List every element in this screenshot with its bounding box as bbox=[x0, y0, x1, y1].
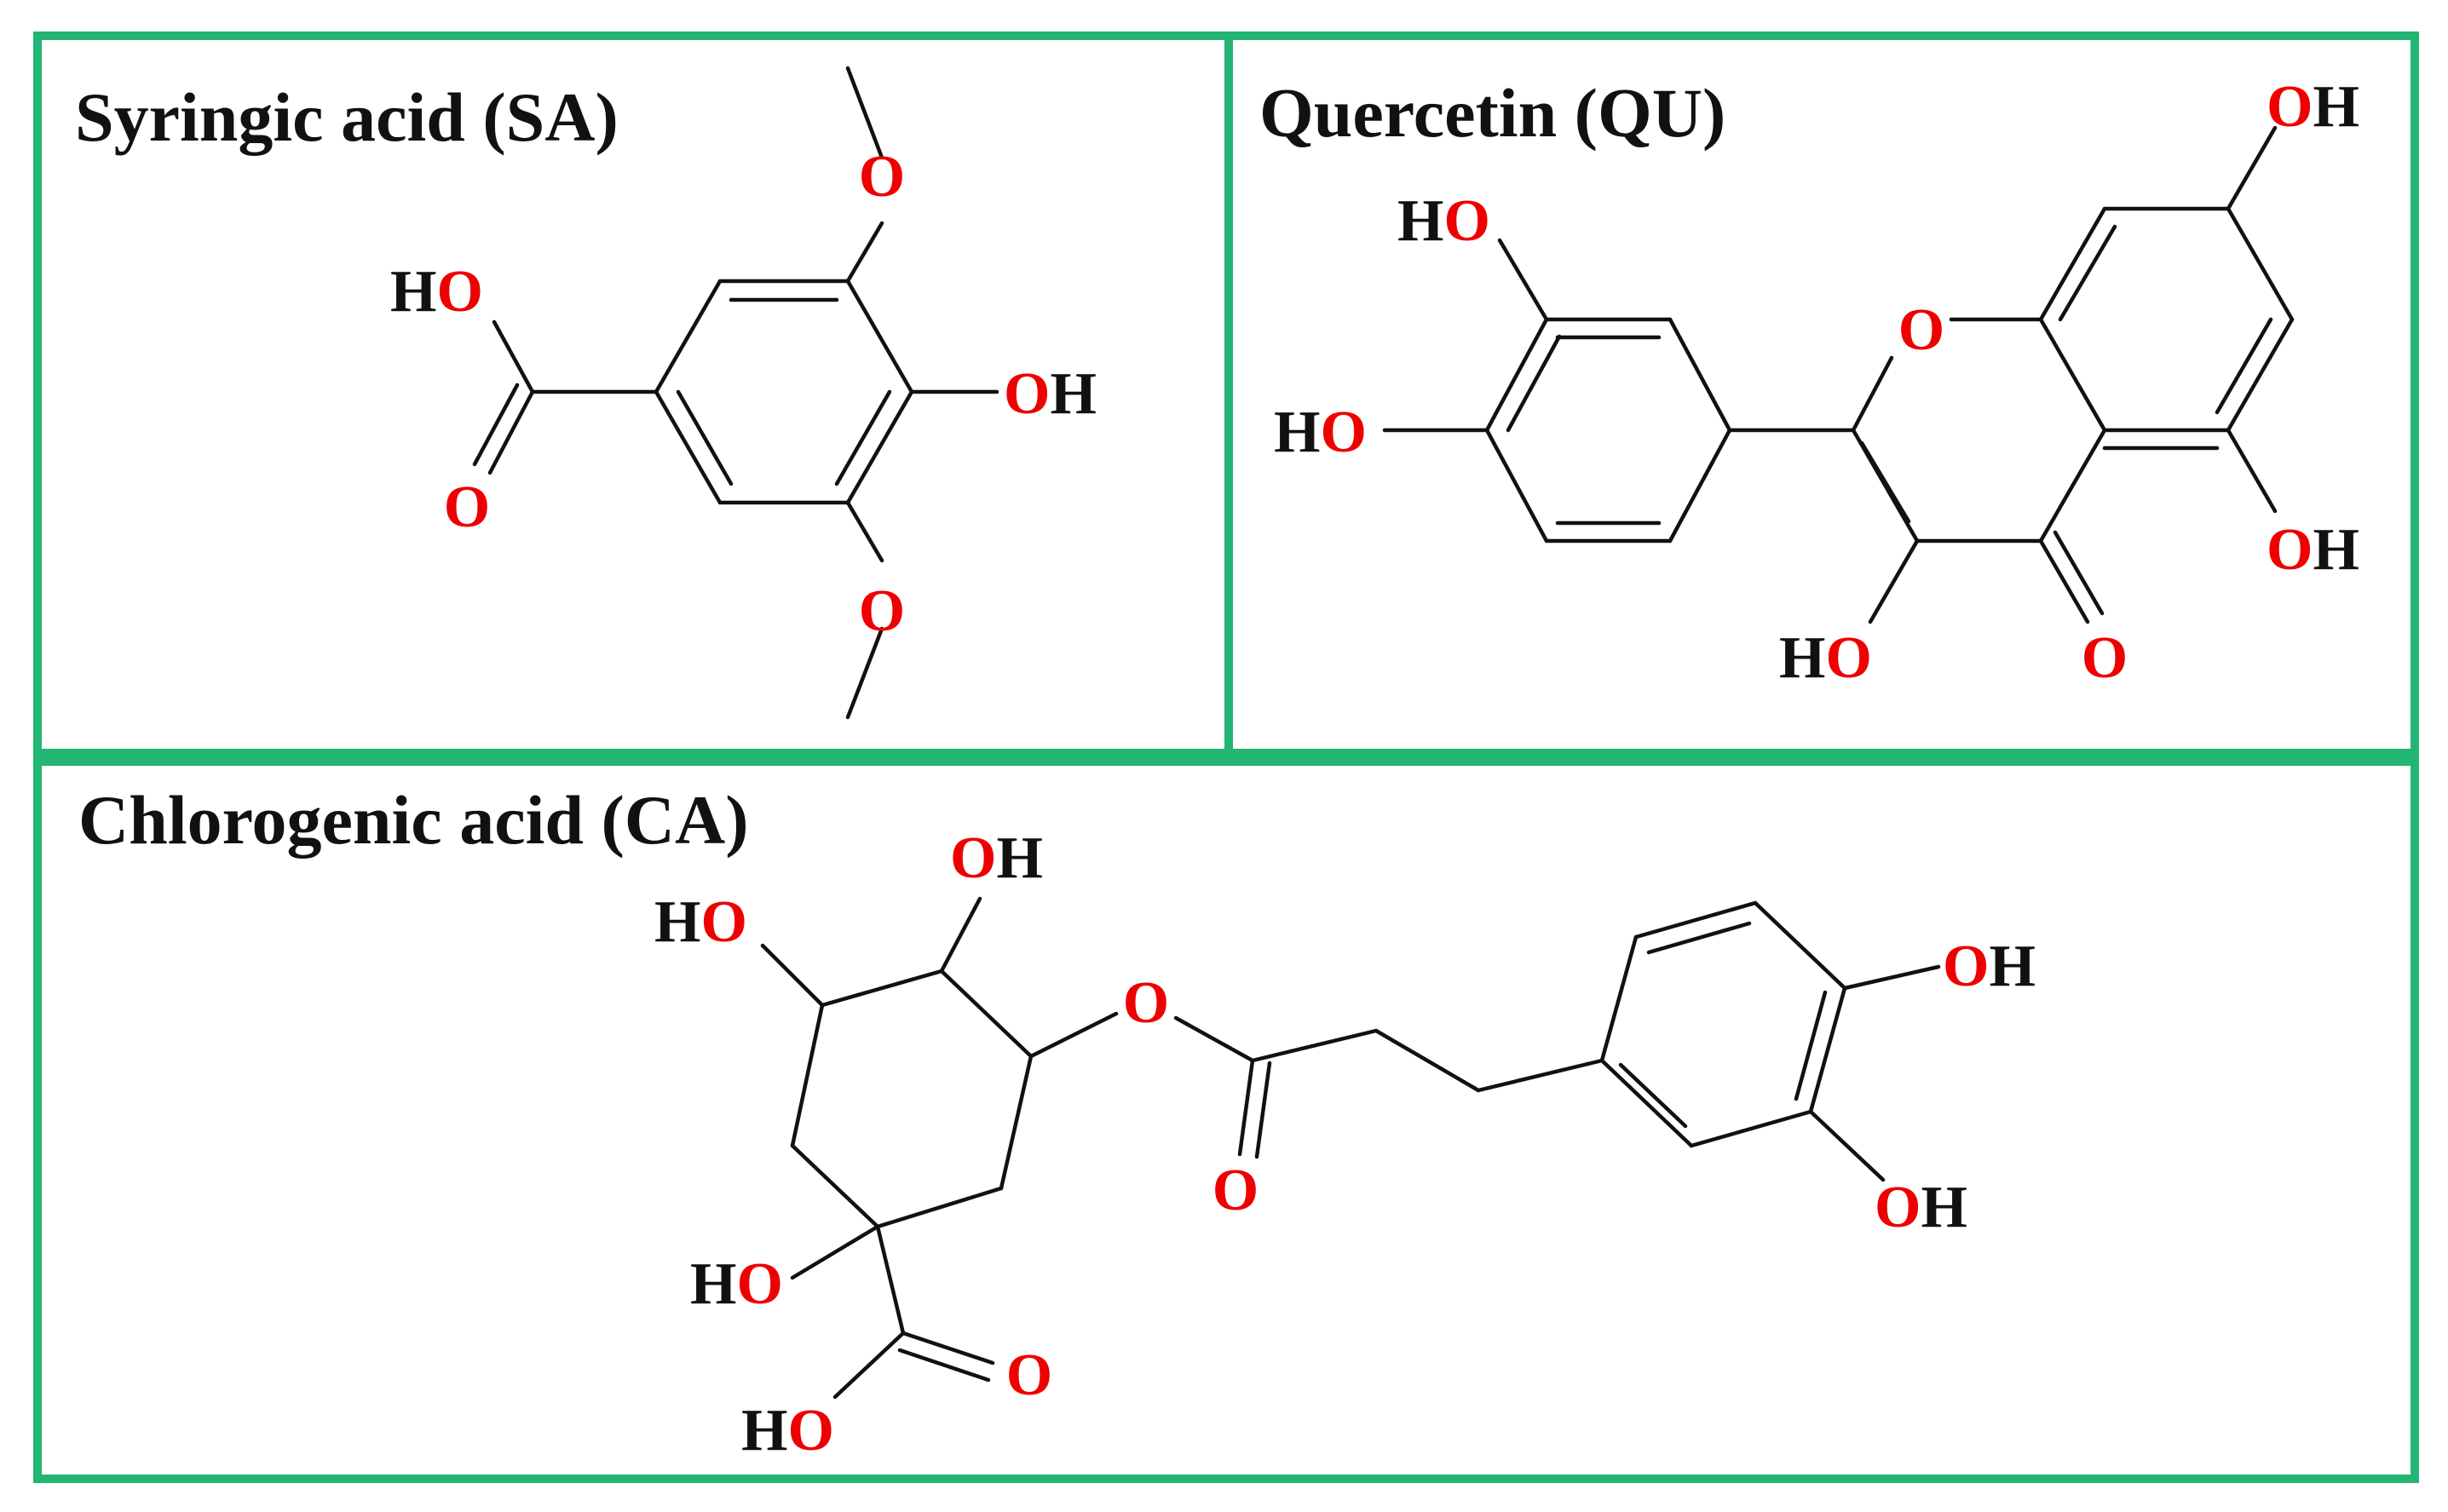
molecule-chlorogenic-acid: HO OH O O HO O HO OH OH bbox=[654, 825, 2036, 1463]
ca-catechol-hydroxyl-bottom: OH bbox=[1875, 1175, 1967, 1240]
ca-hydroxyl-top: OH bbox=[950, 825, 1043, 891]
ca-hydroxyl-left: HO bbox=[654, 889, 747, 955]
qu-a-ring-hydroxyl-top: OH bbox=[2267, 74, 2359, 140]
sa-carboxyl-hydroxyl: HO bbox=[390, 259, 483, 325]
ca-catechol-hydroxyl-top: OH bbox=[1943, 934, 2036, 999]
panel-border-ca bbox=[33, 757, 2419, 1483]
qu-ring-oxygen: O bbox=[1898, 297, 1944, 363]
sa-bonds bbox=[472, 66, 999, 720]
sa-methoxy-top-oxygen: O bbox=[859, 144, 905, 210]
ca-carboxyl-hydroxyl: HO bbox=[741, 1398, 834, 1463]
qu-carbonyl-oxygen: O bbox=[2082, 625, 2128, 691]
qu-a-ring-hydroxyl-bottom: OH bbox=[2267, 517, 2359, 583]
qu-b-ring-hydroxyl-left: HO bbox=[1274, 400, 1367, 465]
ca-atom-labels: HO OH O O HO O HO OH OH bbox=[654, 825, 2036, 1463]
qu-hydroxyl-3: HO bbox=[1779, 625, 1872, 691]
qu-bonds bbox=[1382, 125, 2295, 624]
panel-title-ca: Chlorogenic acid (CA) bbox=[78, 781, 749, 859]
molecule-syringic-acid: O O OH HO O bbox=[390, 66, 1097, 720]
sa-carbonyl-oxygen: O bbox=[444, 474, 490, 540]
sa-methoxy-bottom-oxygen: O bbox=[859, 578, 905, 644]
ca-carboxyl-carbonyl-oxygen: O bbox=[1006, 1342, 1052, 1408]
sa-atom-labels: O O OH HO O bbox=[390, 144, 1097, 644]
panel-title-sa: Syringic acid (SA) bbox=[75, 78, 619, 156]
molecule-quercetin: HO HO O HO O OH OH bbox=[1274, 74, 2359, 691]
panel-title-qu: Quercetin (QU) bbox=[1259, 74, 1725, 152]
ca-bonds bbox=[760, 896, 1941, 1400]
ca-hydroxyl-quaternary: HO bbox=[690, 1251, 783, 1317]
ca-ester-oxygen: O bbox=[1123, 970, 1169, 1036]
ca-ester-carbonyl-oxygen: O bbox=[1212, 1158, 1259, 1223]
sa-hydroxyl: OH bbox=[1004, 361, 1097, 427]
qu-b-ring-hydroxyl-top: HO bbox=[1397, 188, 1490, 254]
qu-atom-labels: HO HO O HO O OH OH bbox=[1274, 74, 2359, 691]
panel-border-qu bbox=[1224, 32, 2419, 757]
